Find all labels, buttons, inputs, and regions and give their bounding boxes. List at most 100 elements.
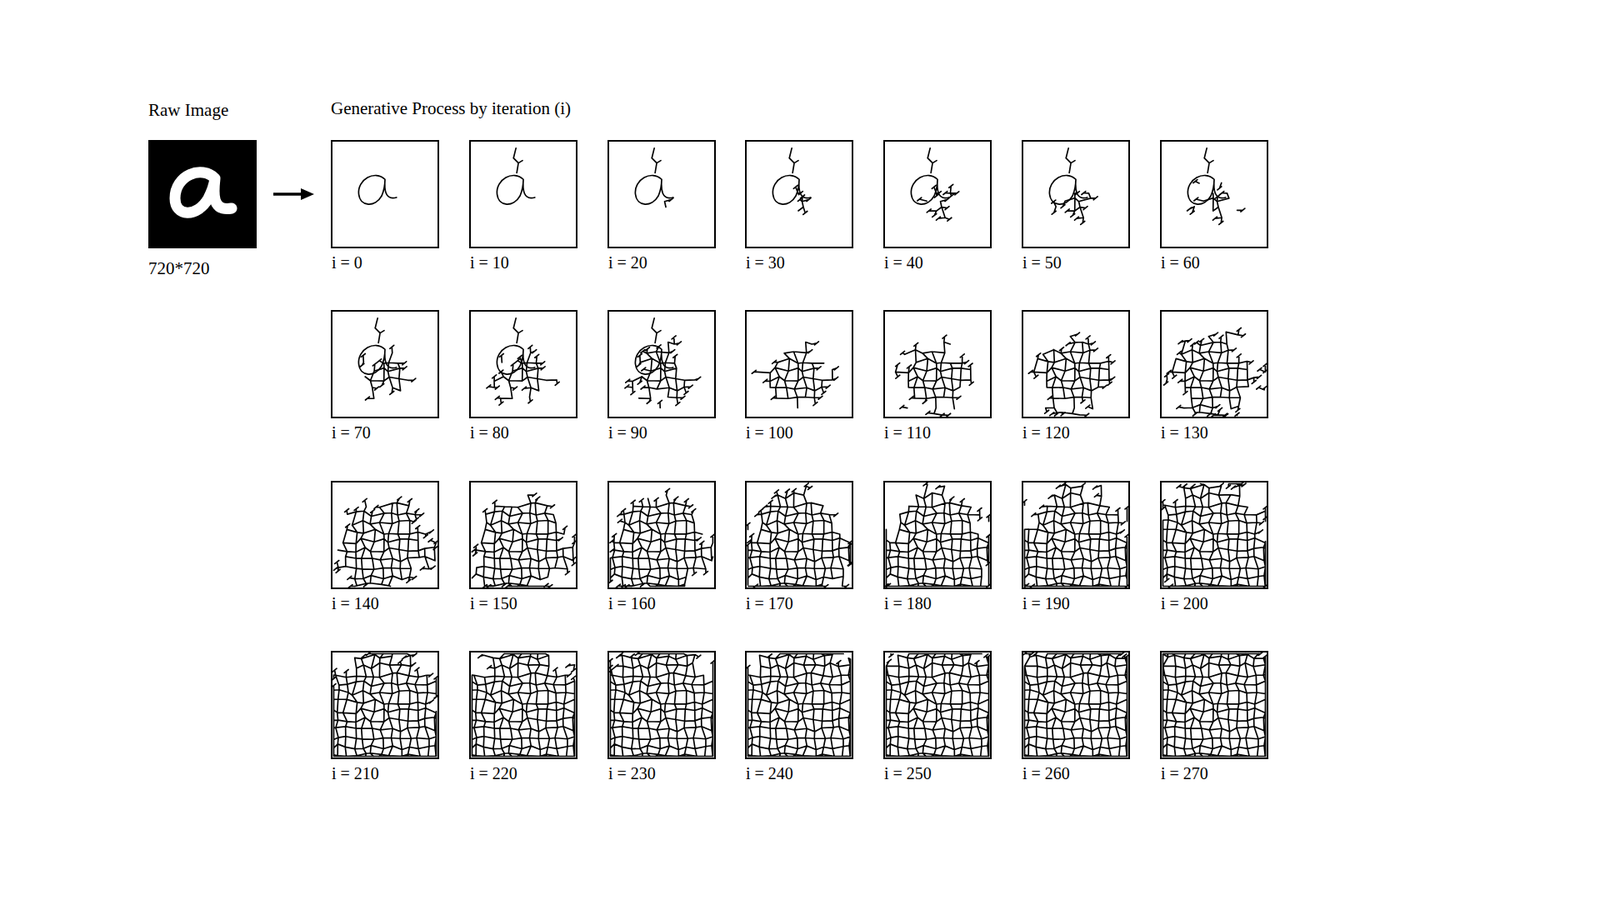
- iteration-panel: i = 80: [469, 310, 578, 419]
- iteration-label: i = 80: [470, 423, 510, 443]
- iteration-panel: i = 260: [1021, 650, 1130, 760]
- iteration-panel: i = 250: [883, 650, 992, 760]
- network-picture: [1161, 141, 1267, 247]
- network-lines: [360, 345, 416, 400]
- iteration-label: i = 160: [608, 594, 656, 614]
- letter-stroke: [635, 345, 673, 375]
- network-lines: [1051, 191, 1098, 225]
- letter-stroke: [358, 175, 396, 205]
- flow-arrow: [273, 188, 315, 200]
- iteration-panel: i = 130: [1160, 310, 1269, 419]
- network-lines: [1161, 482, 1267, 588]
- network-lines: [746, 653, 851, 756]
- network-lines: [1023, 482, 1129, 588]
- network-picture: [746, 311, 852, 417]
- network-picture: [609, 482, 715, 588]
- letter-stroke: [772, 175, 810, 205]
- stem-branch: [513, 148, 523, 174]
- stem-branch: [1204, 148, 1214, 174]
- iteration-panel: i = 40: [883, 140, 992, 249]
- iteration-label: i = 200: [1160, 594, 1209, 614]
- network-lines: [471, 653, 575, 756]
- network-lines: [1028, 332, 1115, 417]
- image-size: 720*720: [148, 258, 210, 279]
- iteration-label: i = 10: [470, 253, 510, 273]
- iteration-panel: i = 100: [745, 310, 854, 419]
- network-lines: [793, 185, 811, 215]
- iteration-panel: i = 150: [469, 480, 578, 590]
- iteration-panel: i = 90: [607, 310, 716, 419]
- black-ground: [148, 140, 257, 249]
- iteration-panel: i = 200: [1160, 480, 1269, 590]
- iteration-label: i = 170: [745, 594, 794, 614]
- network-picture: [746, 482, 852, 588]
- letter-stroke: [910, 175, 949, 205]
- iteration-panel: i = 140: [330, 480, 440, 590]
- network-picture: [470, 311, 576, 417]
- iteration-panel: i = 60: [1160, 140, 1269, 249]
- iteration-label: i = 130: [1160, 423, 1209, 443]
- stem-branch: [927, 148, 937, 174]
- network-lines: [895, 335, 975, 417]
- iteration-label: i = 240: [745, 764, 794, 784]
- iteration-label: i = 100: [745, 423, 794, 443]
- iteration-panel: i = 240: [745, 650, 854, 760]
- network-picture: [1023, 141, 1129, 247]
- iteration-panel: i = 170: [745, 480, 854, 590]
- letter-stroke: [496, 345, 535, 375]
- network-picture: [1161, 652, 1267, 758]
- network-picture: [609, 141, 715, 247]
- iteration-panel: i = 230: [607, 650, 716, 760]
- network-lines: [486, 345, 560, 405]
- iteration-label: i = 0: [331, 253, 363, 273]
- iteration-panel: i = 30: [745, 140, 854, 249]
- iteration-label: i = 90: [608, 423, 648, 443]
- iteration-panel: i = 270: [1160, 650, 1269, 760]
- iteration-label: i = 20: [608, 253, 648, 273]
- network-picture: [885, 311, 990, 417]
- network-lines: [665, 198, 674, 208]
- stem-branch: [651, 318, 661, 344]
- network-lines: [1164, 327, 1267, 417]
- network-lines: [1187, 180, 1245, 225]
- iteration-panel: i = 220: [469, 650, 578, 760]
- iteration-label: i = 150: [470, 594, 518, 614]
- stem-branch: [651, 148, 661, 174]
- iteration-label: i = 40: [884, 253, 924, 273]
- iteration-label: i = 30: [745, 253, 785, 273]
- iteration-panel: i = 120: [1021, 310, 1130, 419]
- network-lines: [332, 652, 438, 757]
- network-lines: [609, 652, 715, 757]
- iteration-panel: i = 190: [1021, 480, 1130, 590]
- network-lines: [625, 335, 701, 409]
- network-picture: [746, 141, 852, 247]
- network-picture: [470, 141, 576, 247]
- network-lines: [751, 341, 839, 409]
- iteration-label: i = 140: [331, 594, 380, 614]
- iteration-label: i = 70: [331, 423, 371, 443]
- network-lines: [1023, 652, 1129, 757]
- network-lines: [333, 496, 438, 588]
- network-lines: [609, 488, 715, 588]
- network-picture: [1023, 482, 1129, 588]
- network-picture: [1161, 482, 1267, 588]
- figure-title: Generative Process by iteration (i): [330, 98, 571, 119]
- iteration-label: i = 180: [884, 594, 932, 614]
- letter-stroke: [635, 175, 673, 205]
- network-lines: [1162, 652, 1267, 757]
- iteration-label: i = 60: [1160, 253, 1200, 273]
- network-picture: [609, 652, 715, 758]
- iteration-panel: i = 70: [330, 310, 440, 419]
- network-picture: [1161, 311, 1267, 417]
- network-picture: [470, 482, 576, 588]
- iteration-label: i = 260: [1022, 764, 1070, 784]
- iteration-label: i = 230: [608, 764, 656, 784]
- network-lines: [885, 482, 990, 588]
- stem-branch: [513, 318, 523, 344]
- arrow-shaft: [273, 192, 302, 196]
- image-heading: Raw Image: [148, 100, 229, 120]
- network-picture: [332, 141, 438, 247]
- stem-branch: [1065, 148, 1075, 174]
- iteration-panel: i = 180: [883, 480, 992, 590]
